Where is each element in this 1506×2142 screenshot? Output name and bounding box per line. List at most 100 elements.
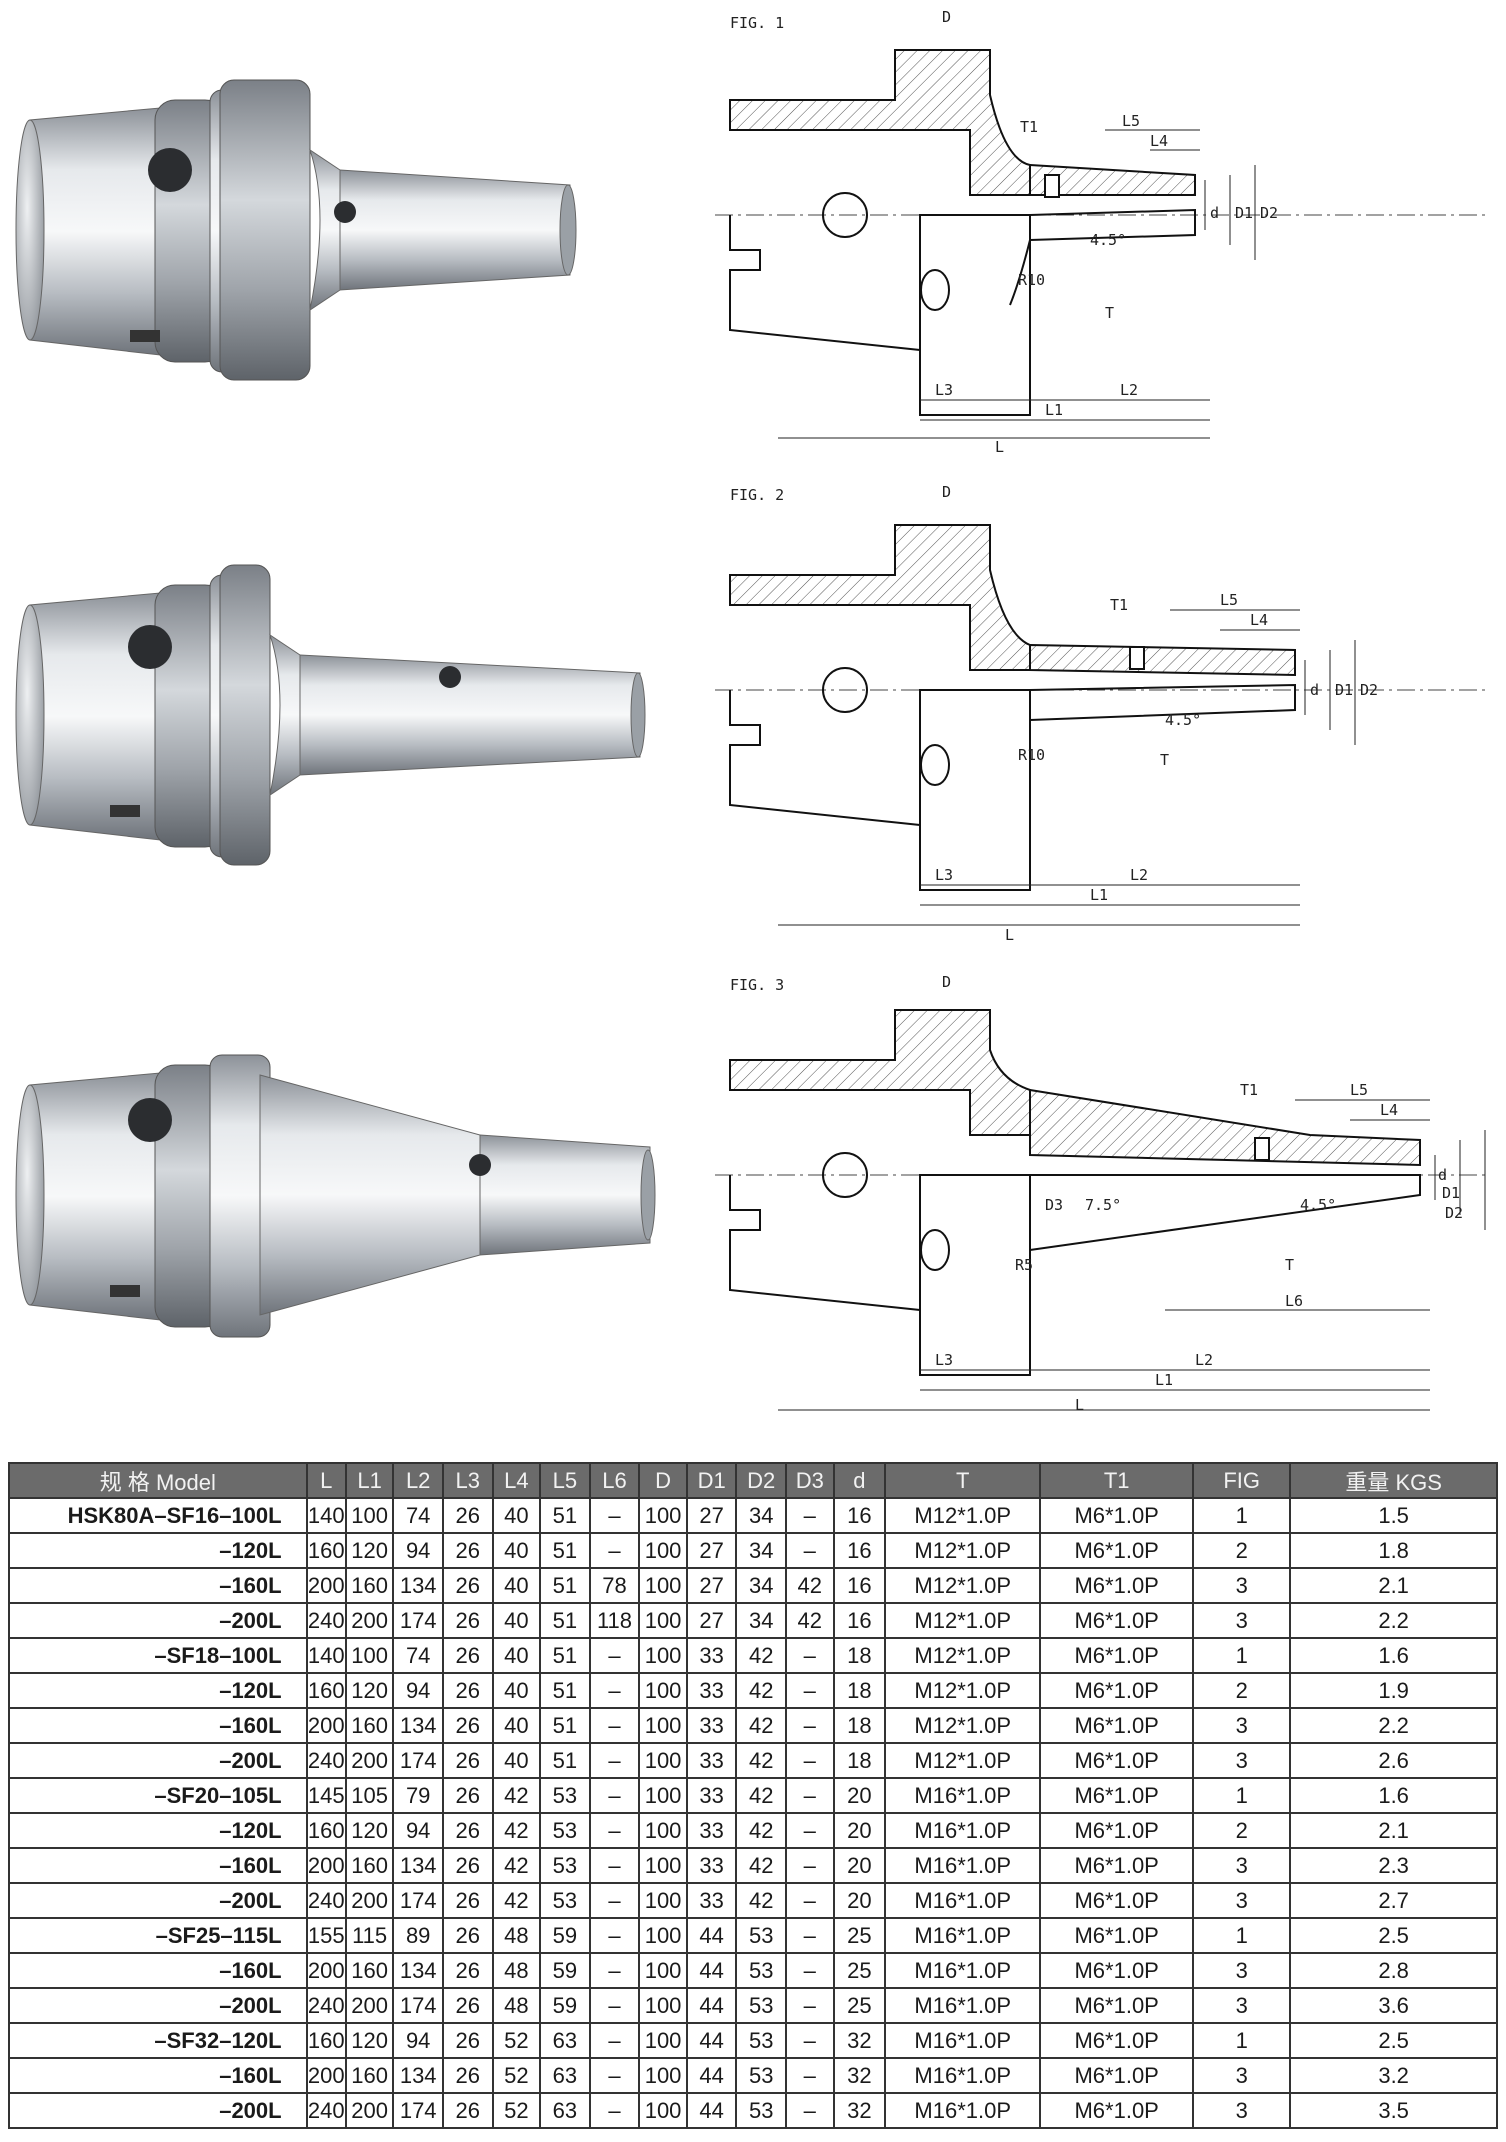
dim-L2: L2 — [1120, 381, 1138, 399]
table-cell: 42 — [491, 1777, 542, 1814]
table-cell: 26 — [441, 1497, 494, 1534]
table-cell: 40 — [491, 1532, 542, 1569]
table-cell: – — [588, 1497, 641, 1534]
table-cell: 63 — [539, 2022, 591, 2059]
table-cell: 52 — [491, 2057, 542, 2094]
table-cell: 3 — [1192, 1742, 1292, 1779]
table-cell: 40 — [491, 1637, 542, 1674]
product-photo-2 — [10, 525, 690, 905]
table-cell: 20 — [832, 1882, 887, 1919]
table-cell: 2 — [1192, 1532, 1292, 1569]
table-cell: M6*1.0P — [1039, 1532, 1195, 1569]
table-cell: – — [588, 1672, 641, 1709]
table-cell: 120 — [344, 1532, 395, 1569]
table-cell: 200 — [305, 1707, 347, 1744]
table-cell: 100 — [638, 1567, 688, 1604]
table-cell: M16*1.0P — [884, 2057, 1042, 2094]
table-cell: 53 — [539, 1812, 591, 1849]
table-cell: 51 — [539, 1497, 591, 1534]
table-cell: – — [785, 1882, 835, 1919]
table-cell: 34 — [735, 1602, 788, 1639]
table-cell: 2.3 — [1289, 1847, 1498, 1884]
table-cell: 3.5 — [1289, 2092, 1498, 2129]
table-cell: 18 — [832, 1742, 887, 1779]
table-cell: 200 — [305, 2057, 347, 2094]
table-cell: M12*1.0P — [884, 1707, 1042, 1744]
table-cell: 105 — [344, 1777, 395, 1814]
table-cell: 34 — [735, 1497, 788, 1534]
table-cell: 100 — [638, 2022, 688, 2059]
header-cell: T — [884, 1462, 1042, 1499]
table-cell: 26 — [441, 1812, 494, 1849]
table-cell: 134 — [392, 1567, 444, 1604]
table-cell: – — [785, 1637, 835, 1674]
table-cell: 160 — [344, 1847, 395, 1884]
table-cell: 79 — [392, 1777, 444, 1814]
table-cell: – — [785, 1777, 835, 1814]
table-cell: 134 — [392, 1952, 444, 1989]
table-cell: 42 — [735, 1847, 788, 1884]
table-cell: 51 — [539, 1707, 591, 1744]
table-cell: 140 — [305, 1637, 347, 1674]
table-cell: 51 — [539, 1567, 591, 1604]
dim-D: D — [942, 973, 951, 991]
table-cell: 100 — [638, 2092, 688, 2129]
table-cell: 53 — [539, 1882, 591, 1919]
table-cell: M6*1.0P — [1039, 1742, 1195, 1779]
table-cell: M16*1.0P — [884, 1812, 1042, 1849]
table-cell: M6*1.0P — [1039, 1987, 1195, 2024]
table-cell: M16*1.0P — [884, 1847, 1042, 1884]
table-cell: M12*1.0P — [884, 1532, 1042, 1569]
dim-D1: D1 — [1235, 204, 1253, 222]
table-cell: 2.1 — [1289, 1567, 1498, 1604]
table-cell: 240 — [305, 1742, 347, 1779]
table-cell: M16*1.0P — [884, 1987, 1042, 2024]
table-cell: 34 — [735, 1532, 788, 1569]
product-photo-3 — [10, 1005, 690, 1385]
table-cell: – — [588, 2057, 641, 2094]
table-cell: 20 — [832, 1847, 887, 1884]
fig-label: FIG. 3 — [730, 976, 784, 994]
table-cell: 160 — [344, 1567, 395, 1604]
dim-T: T — [1160, 751, 1169, 769]
dim-L2: L2 — [1130, 866, 1148, 884]
table-cell: 26 — [441, 1777, 494, 1814]
table-cell: 100 — [638, 1952, 688, 1989]
model-cell: –120L — [8, 1812, 308, 1849]
dim-L2: L2 — [1195, 1351, 1213, 1369]
table-cell: 160 — [305, 1672, 347, 1709]
table-cell: 42 — [785, 1567, 835, 1604]
table-cell: – — [785, 1917, 835, 1954]
table-cell: 32 — [832, 2057, 887, 2094]
dim-D: D — [942, 485, 951, 501]
model-cell: –200L — [8, 1882, 308, 1919]
model-cell: –160L — [8, 1567, 308, 1604]
table-cell: 53 — [735, 2092, 788, 2129]
header-cell: L6 — [588, 1462, 641, 1499]
table-cell: M16*1.0P — [884, 1777, 1042, 1814]
table-cell: M16*1.0P — [884, 1952, 1042, 1989]
table-cell: M12*1.0P — [884, 1567, 1042, 1604]
technical-drawing-fig-2: FIG. 2 D T1 L5 L4 d D1 D2 4.5° R10 T L3 … — [700, 485, 1500, 955]
table-cell: 51 — [539, 1742, 591, 1779]
model-cell: –SF20–105L — [8, 1777, 308, 1814]
dim-L1: L1 — [1045, 401, 1063, 419]
header-cell: FIG — [1192, 1462, 1292, 1499]
table-cell: 40 — [491, 1742, 542, 1779]
table-cell: 18 — [832, 1672, 887, 1709]
table-cell: 40 — [491, 1672, 542, 1709]
table-cell: 33 — [685, 1637, 738, 1674]
table-cell: 160 — [305, 1532, 347, 1569]
table-cell: 25 — [832, 1917, 887, 1954]
table-cell: M6*1.0P — [1039, 1637, 1195, 1674]
